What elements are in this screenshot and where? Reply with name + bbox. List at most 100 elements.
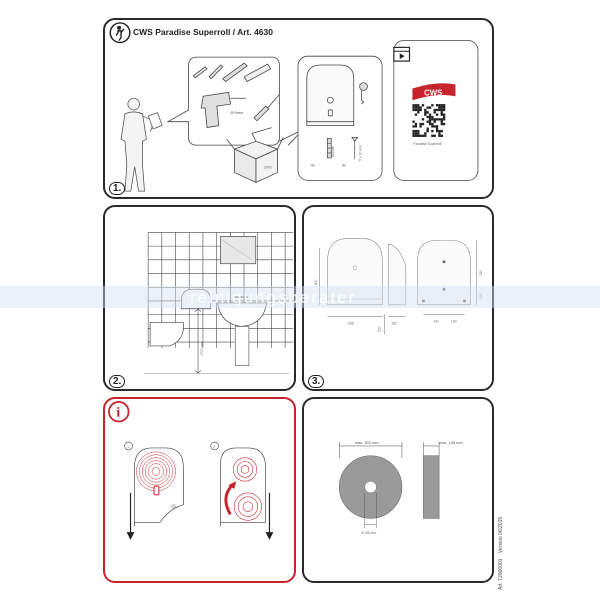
dim-depth: 152 xyxy=(391,321,397,325)
qr-module xyxy=(442,104,446,107)
qr-module xyxy=(424,132,427,135)
step3-number: 3. xyxy=(308,375,325,388)
qr-module xyxy=(414,122,418,126)
qr-module xyxy=(417,104,420,107)
step2-number: 2. xyxy=(109,375,126,388)
qr-module xyxy=(428,122,432,126)
worker-icon xyxy=(109,22,131,44)
qr-module xyxy=(433,125,436,128)
document-title: CWS Paradise Superroll / Art. 4630 xyxy=(133,27,273,37)
cws-logo xyxy=(412,83,456,101)
qr-module xyxy=(435,108,439,112)
roll-core-size: 47,65 mm xyxy=(361,531,376,535)
qr-module xyxy=(442,115,446,119)
mounting-view xyxy=(417,239,471,306)
qr-module xyxy=(426,115,429,119)
qr-module xyxy=(421,118,425,121)
qr-module xyxy=(414,113,418,116)
step3-illustration: 400 266 152 150 220 100 141 140 xyxy=(314,238,483,335)
qr-module xyxy=(419,125,422,128)
dispenser-icon xyxy=(306,64,355,127)
drill-icon xyxy=(200,91,247,129)
dim-height: 400 xyxy=(314,279,318,285)
qr-module xyxy=(424,134,427,137)
qr-module xyxy=(431,122,434,126)
qr-module xyxy=(414,104,418,107)
dim-hole-mid: 100 xyxy=(479,293,483,299)
qr-module xyxy=(426,127,429,130)
info-panel: i 1 2 xyxy=(103,397,296,583)
qr-module xyxy=(438,134,441,137)
qr-module xyxy=(438,129,441,133)
svg-text:i: i xyxy=(116,405,120,420)
qr-module xyxy=(417,129,420,133)
step1-number: 1. xyxy=(109,182,126,195)
qr-module xyxy=(421,122,425,126)
qr-module xyxy=(438,108,441,112)
paper-roll-1 xyxy=(136,451,176,492)
step3-panel: 400 266 152 150 220 100 141 140 3. xyxy=(302,205,494,391)
qr-module xyxy=(421,104,425,107)
screw-icon xyxy=(351,137,359,159)
article-version: Art. 72066001 Version 06/2015 xyxy=(498,516,504,590)
qr-module xyxy=(440,134,443,137)
qr-module xyxy=(440,108,443,112)
qr-module xyxy=(440,120,443,123)
mirror xyxy=(220,236,257,265)
roll-side xyxy=(423,455,440,519)
dim-hole-span: 141 xyxy=(433,319,439,323)
qr-module xyxy=(442,118,446,121)
qr-module xyxy=(417,108,420,112)
qr-module xyxy=(431,125,434,128)
swap-arrow xyxy=(224,484,234,516)
qr-module xyxy=(440,106,443,109)
qr-module xyxy=(414,108,418,112)
qr-module xyxy=(424,108,427,112)
qr-module xyxy=(424,113,427,116)
qr-module xyxy=(438,104,441,107)
qr-module xyxy=(435,118,439,121)
roll-max-depth: max. 105 mm xyxy=(439,440,463,445)
qr-module xyxy=(442,106,446,109)
qr-module xyxy=(442,108,446,112)
drill-bit-label: Ø 6mm xyxy=(231,110,244,115)
qr-module xyxy=(435,104,439,107)
anchor-size: Ø 6mm xyxy=(331,146,335,157)
roll-max-width: max. 300 mm xyxy=(355,440,379,445)
anchor-count: 4x xyxy=(311,163,315,168)
dim-width: 266 xyxy=(348,321,354,325)
info-illustration: i 1 2 xyxy=(108,401,274,540)
qr-module xyxy=(440,129,443,133)
qr-module xyxy=(433,108,436,112)
dispenser-mounted xyxy=(181,288,212,310)
qr-module xyxy=(426,120,429,123)
tools-icons xyxy=(192,62,272,83)
step1-illustration: Ø 6mm CWS xyxy=(109,22,479,192)
qr-module xyxy=(426,111,429,114)
qr-module xyxy=(414,106,418,109)
info-sub2: 2 xyxy=(213,445,215,449)
info-sub1: 1 xyxy=(127,445,129,449)
video-icon xyxy=(393,46,411,62)
mount-height: 1700 mm xyxy=(200,341,204,355)
qr-module xyxy=(433,120,436,123)
roll-illustration: max. 300 mm 47,65 mm max. 105 mm xyxy=(338,440,463,535)
qr-module xyxy=(417,106,420,109)
qr-module xyxy=(412,125,415,128)
box-brand-label: CWS xyxy=(264,166,273,170)
qr-module xyxy=(412,120,415,123)
qr-code xyxy=(412,104,446,137)
qr-module xyxy=(438,118,441,121)
qr-module xyxy=(431,115,434,119)
qr-module xyxy=(440,118,443,121)
qr-module xyxy=(414,125,418,128)
anchor-icon xyxy=(327,137,332,159)
qr-module xyxy=(433,111,436,114)
screw-size: 5 x 30 mm xyxy=(359,145,363,161)
qr-module xyxy=(426,129,429,133)
qr-module xyxy=(435,113,439,116)
qr-module xyxy=(428,118,432,121)
qr-module xyxy=(417,111,420,114)
qr-module xyxy=(440,122,443,126)
dim-offset: 150 xyxy=(377,326,381,332)
